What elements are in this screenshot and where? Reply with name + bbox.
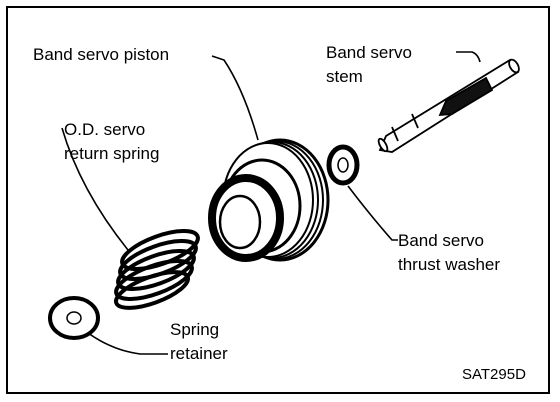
leader-spring-retainer xyxy=(83,329,168,355)
figure-code: SAT295D xyxy=(462,366,526,383)
spring-retainer xyxy=(48,296,100,340)
leader-od-spring xyxy=(61,127,129,251)
label-thrust-washer-line1: Band servo xyxy=(398,231,484,250)
label-band-servo-stem-line1: Band servo xyxy=(326,43,412,62)
label-band-servo-piston: Band servo piston xyxy=(33,45,170,64)
od-servo-return-spring xyxy=(114,229,200,310)
label-od-spring-line2: return spring xyxy=(64,144,160,163)
figure-frame xyxy=(6,6,550,394)
band-servo-stem xyxy=(377,58,520,153)
label-band-servo-stem-line2: stem xyxy=(326,67,363,86)
leader-band-servo-piston xyxy=(211,55,259,141)
label-spring-retainer-line2: retainer xyxy=(170,344,228,363)
band-servo-piston xyxy=(208,138,330,262)
label-thrust-washer-line2: thrust washer xyxy=(398,255,501,274)
leader-band-servo-stem xyxy=(456,51,481,63)
band-servo-thrust-washer xyxy=(326,144,360,186)
leader-thrust-washer xyxy=(347,185,398,241)
label-spring-retainer-line1: Spring xyxy=(170,320,220,339)
label-od-spring-line1: O.D. servo xyxy=(64,120,146,139)
